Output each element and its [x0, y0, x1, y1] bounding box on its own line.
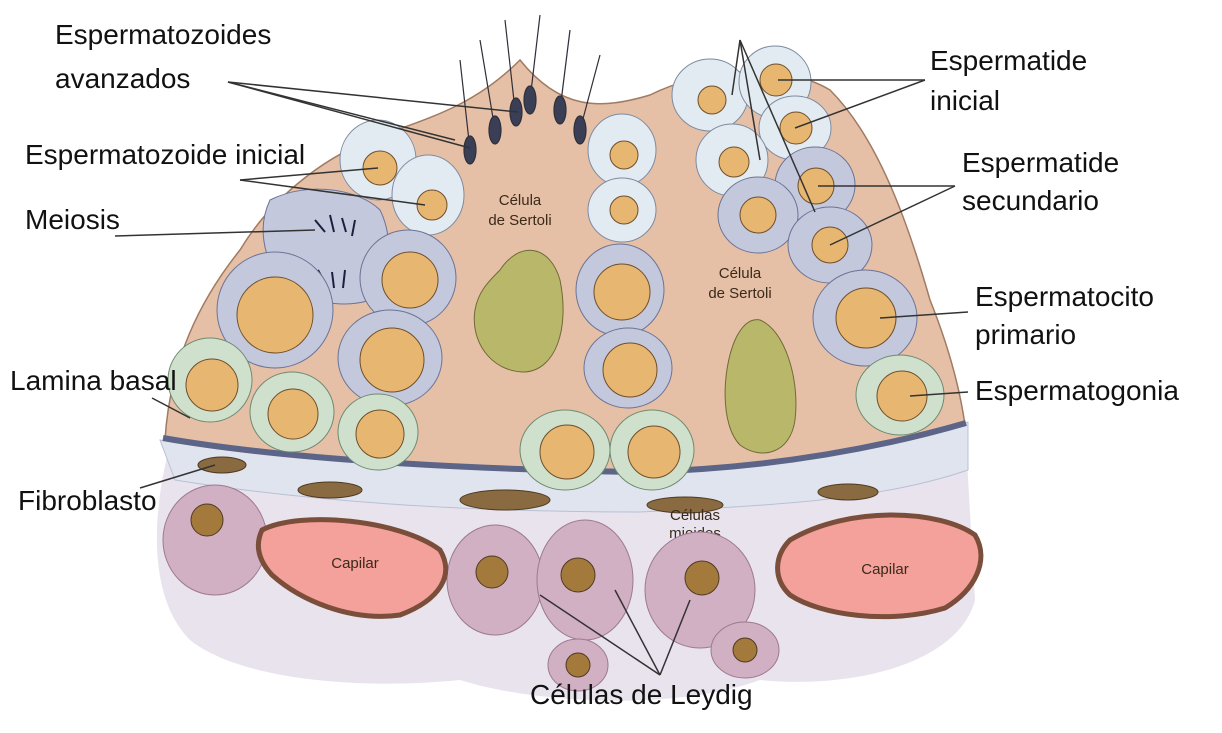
- label-espermatozoide-inicial: Espermatozoide inicial: [25, 138, 305, 172]
- sertoli-left-label-2: de Sertoli: [488, 212, 551, 229]
- capilar-right-label: Capilar: [861, 561, 909, 578]
- label-fibroblasto: Fibroblasto: [18, 484, 157, 518]
- label-espermatide-secundario-1: Espermatide: [962, 146, 1119, 180]
- sertoli-left-label-1: Célula: [499, 192, 542, 209]
- sertoli-right-label-2: de Sertoli: [708, 285, 771, 302]
- label-espermatide-secundario-2: secundario: [962, 184, 1099, 218]
- label-espermatozoides-avanzados-2: avanzados: [55, 62, 190, 96]
- label-espermatide-inicial-2: inicial: [930, 84, 1000, 118]
- label-espermatocito-primario-2: primario: [975, 318, 1076, 352]
- label-celulas-de-leydig: Células de Leydig: [530, 678, 753, 712]
- label-espermatogonia: Espermatogonia: [975, 374, 1179, 408]
- label-meiosis: Meiosis: [25, 203, 120, 237]
- label-espermatocito-primario-1: Espermatocito: [975, 280, 1154, 314]
- capilar-left-label: Capilar: [331, 555, 379, 572]
- sertoli-right-label-1: Célula: [719, 265, 762, 282]
- label-espermatide-inicial-1: Espermatide: [930, 44, 1087, 78]
- mioides-label-1: Células: [670, 507, 720, 524]
- label-lamina-basal: Lamina basal: [10, 364, 177, 398]
- label-espermatozoides-avanzados-1: Espermatozoides: [55, 18, 271, 52]
